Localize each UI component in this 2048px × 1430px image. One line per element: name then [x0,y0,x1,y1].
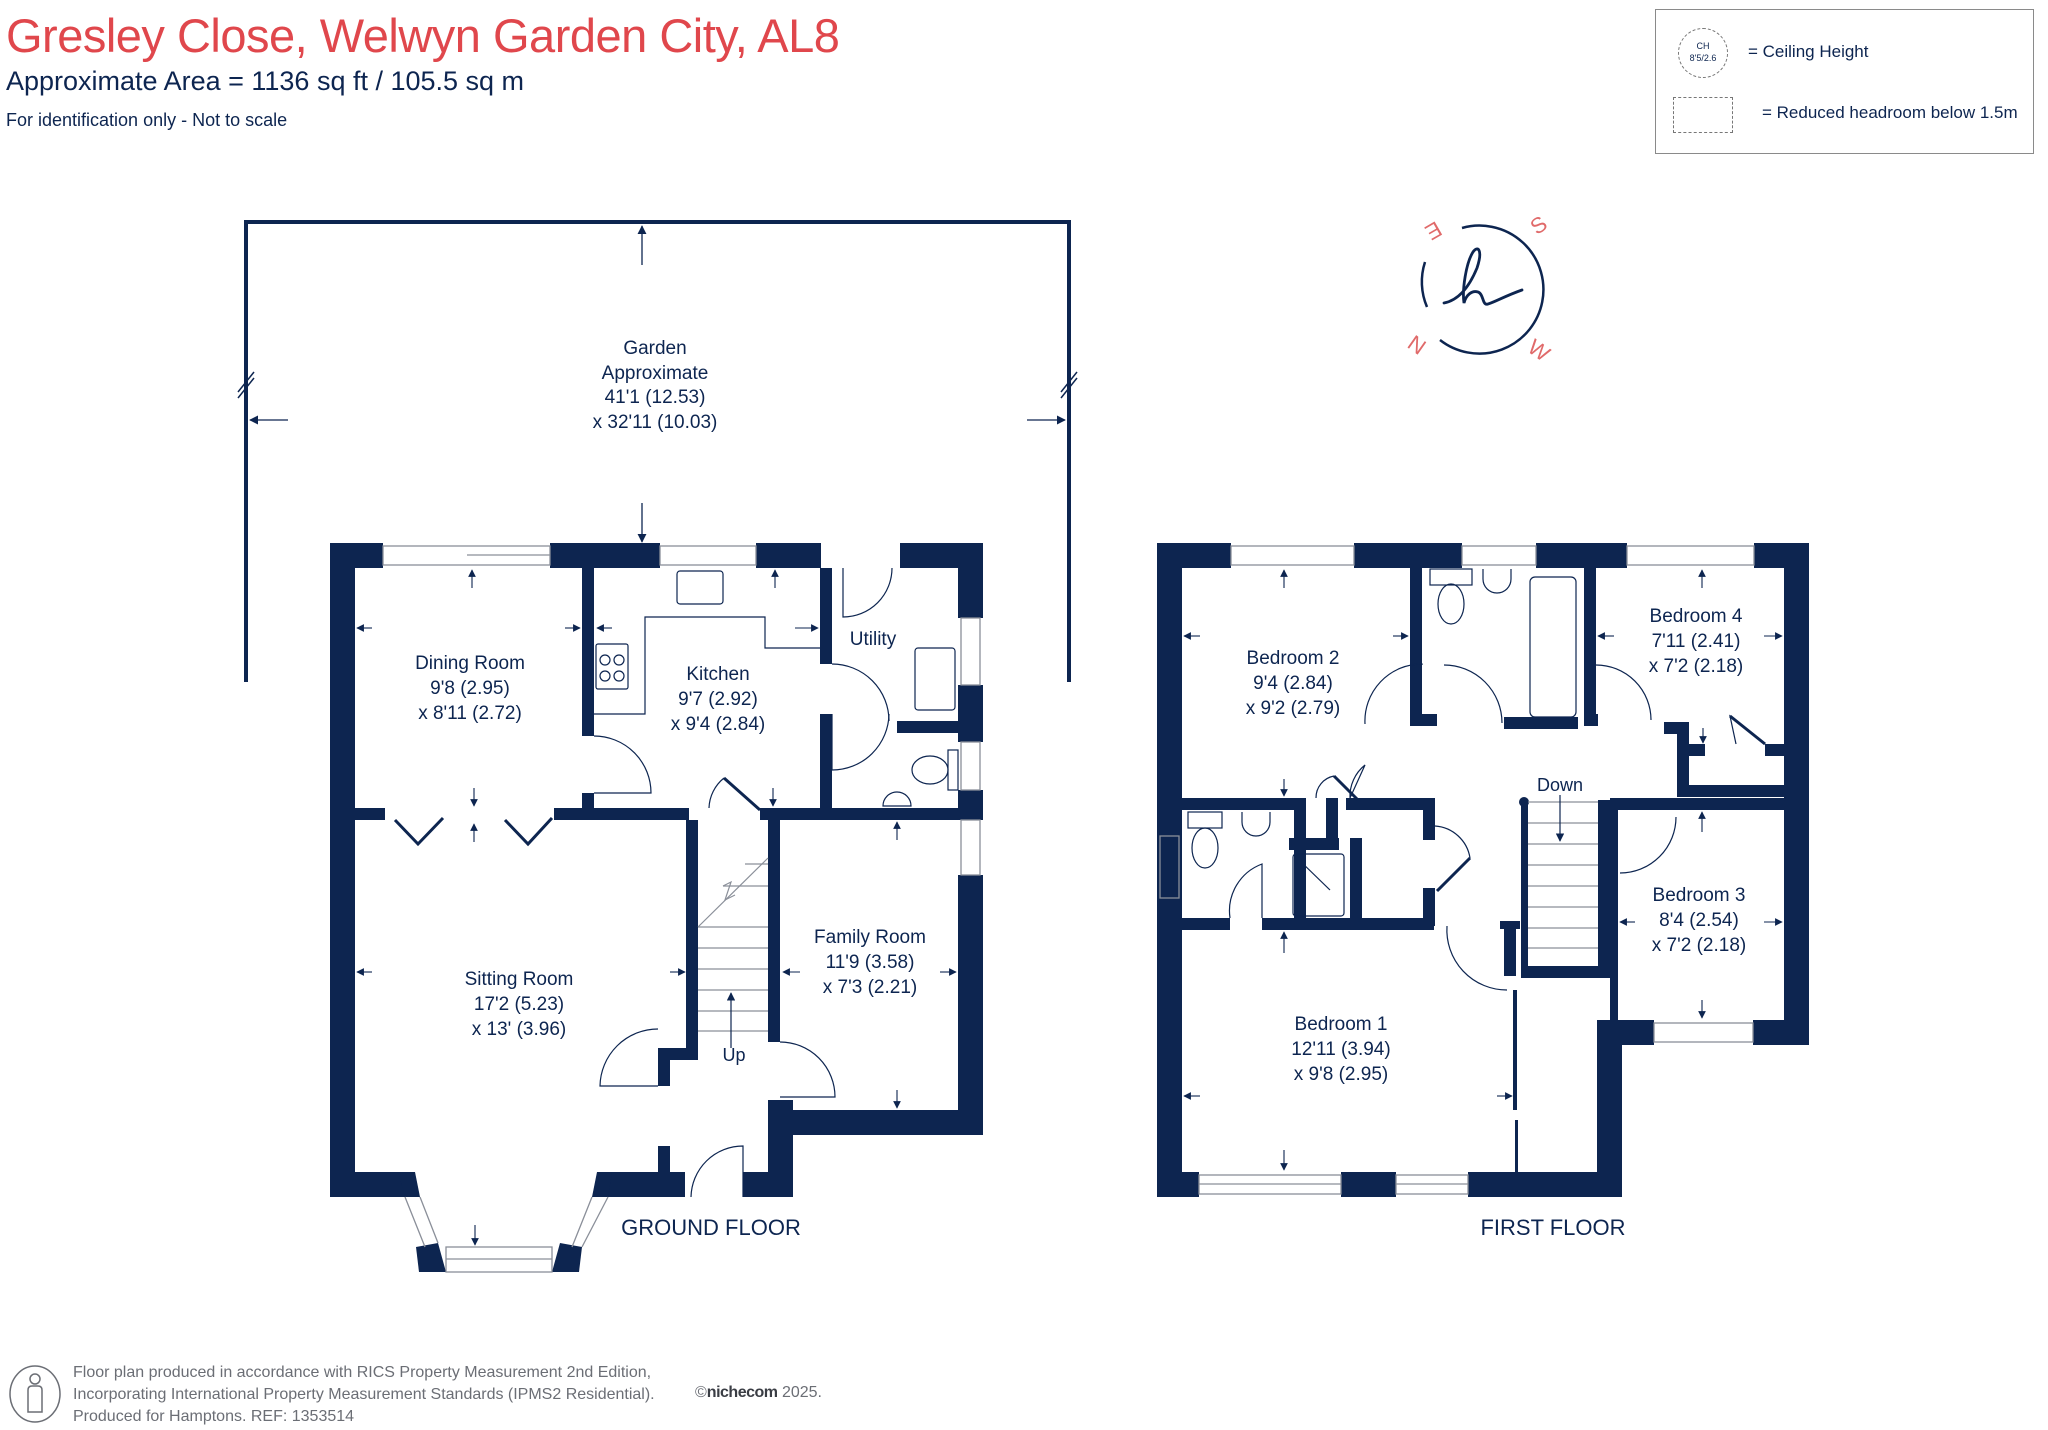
reduced-headroom-label: = Reduced headroom below 1.5m [1762,103,2018,122]
room-dim: 7'11 (2.41) [1652,631,1741,652]
shower-icon [1292,853,1345,917]
room-dim: x 7'2 (2.18) [1652,935,1746,956]
ceiling-badge-bottom: 8'5/2.6 [1689,53,1717,63]
room-name: Bedroom 4 [1650,606,1743,627]
footer-line-3: Produced for Hamptons. REF: 1353514 [73,1408,355,1425]
garden-boundary [237,220,1078,682]
garden-dim2: x 32'11 (10.03) [593,412,718,433]
room-name: Bedroom 1 [1295,1014,1388,1035]
footer-line-2: Incorporating International Property Mea… [73,1386,655,1403]
toilet-icon [911,755,949,785]
room-dim: x 7'2 (2.18) [1649,656,1743,677]
brand-name: nichecom [706,1384,778,1401]
room-dim: 9'4 (2.84) [1253,673,1333,694]
basin-icon [882,791,912,807]
copyright-symbol: © [695,1384,707,1401]
ground-floor-label: GROUND FLOOR [621,1215,801,1240]
toilet-icon [1191,827,1219,869]
ground-floor-windows [382,545,981,1273]
room-dim: x 13' (3.96) [472,1019,566,1040]
garden-label: Garden Approximate 41'1 (12.53) x 32'11 … [593,338,718,433]
first-floor-labels: Bedroom 2 9'4 (2.84) x 9'2 (2.79) Bedroo… [1246,606,1746,1240]
ceiling-height-badge-icon: CH 8'5/2.6 [1678,28,1728,78]
cistern-icon [1187,811,1223,829]
ground-floor-fixtures [393,567,959,1198]
room-dim: 17'2 (5.23) [474,994,564,1015]
identification-note: For identification only - Not to scale [6,110,288,130]
basin-icon [1241,812,1271,837]
legend-box: CH 8'5/2.6 = Ceiling Height = Reduced he… [1655,9,2034,154]
room-dim: x 7'3 (2.21) [823,977,917,998]
copyright-year: 2025. [781,1384,822,1401]
approximate-area: Approximate Area = 1136 sq ft / 105.5 sq… [6,66,525,96]
garden-name: Garden [623,338,686,359]
room-name: Family Room [814,927,926,948]
bath-icon [1529,576,1577,718]
room-dim: x 9'2 (2.79) [1246,698,1340,719]
compass-ring-icon [1439,224,1545,355]
reduced-headroom-swatch-icon [1673,97,1733,133]
utility-sink-icon [914,647,956,711]
room-name: Bedroom 3 [1653,885,1746,906]
ceiling-badge-top: CH [1696,41,1710,51]
person-scale-icon [9,1365,61,1423]
compass-west: W [1523,334,1555,367]
ground-floor-dimension-arrows [356,569,957,1246]
ceiling-height-label: = Ceiling Height [1748,42,1869,61]
property-title: Gresley Close, Welwyn Garden City, AL8 [6,9,840,62]
toilet-icon [1437,583,1465,625]
room-dim: x 8'11 (2.72) [418,703,522,724]
room-name: Kitchen [686,664,749,685]
copyright: ©nichecom 2025. [695,1384,822,1402]
stairs-down-label: Down [1537,775,1583,795]
room-name: Utility [850,629,897,650]
kitchen-sink-icon [676,570,724,605]
room-dim: x 9'8 (2.95) [1294,1064,1388,1085]
basin-icon [1482,569,1512,594]
footer-notes: Floor plan produced in accordance with R… [73,1362,655,1428]
room-dim: 8'4 (2.54) [1659,910,1739,931]
stairs-up-label: Up [722,1045,745,1065]
compass-south: S [1525,211,1551,240]
room-dim: x 9'4 (2.84) [671,714,765,735]
garden-qualifier: Approximate [602,363,709,384]
cistern-icon [1429,568,1473,586]
room-dim: 9'8 (2.95) [430,678,510,699]
first-floor-label: FIRST FLOOR [1480,1215,1625,1240]
compass-north: N [1403,330,1430,360]
compass-east: E [1421,216,1446,245]
compass-logo: E S N W [1403,211,1555,367]
room-dim: 11'9 (3.58) [826,952,915,973]
room-name: Dining Room [415,653,525,674]
footer-line-1: Floor plan produced in accordance with R… [73,1364,652,1381]
room-dim: 12'11 (3.94) [1291,1039,1390,1060]
stairs-up-icon [697,857,769,1032]
first-floor-fixtures [1187,568,1766,991]
first-floor-windows [1159,545,1755,1195]
first-floor-walls [1157,543,1809,1197]
first-floor-dimension-arrows [1183,569,1783,1171]
stairs-down-icon [1528,801,1598,949]
ground-floor-labels: Dining Room 9'8 (2.95) x 8'11 (2.72) Kit… [415,629,926,1240]
signature-h-icon [1442,247,1524,306]
ground-floor-walls [330,543,983,1272]
garden-dim1: 41'1 (12.53) [605,387,706,408]
room-name: Sitting Room [465,969,574,990]
room-dim: 9'7 (2.92) [678,689,758,710]
room-name: Bedroom 2 [1247,648,1340,669]
hob-icon [595,643,629,690]
